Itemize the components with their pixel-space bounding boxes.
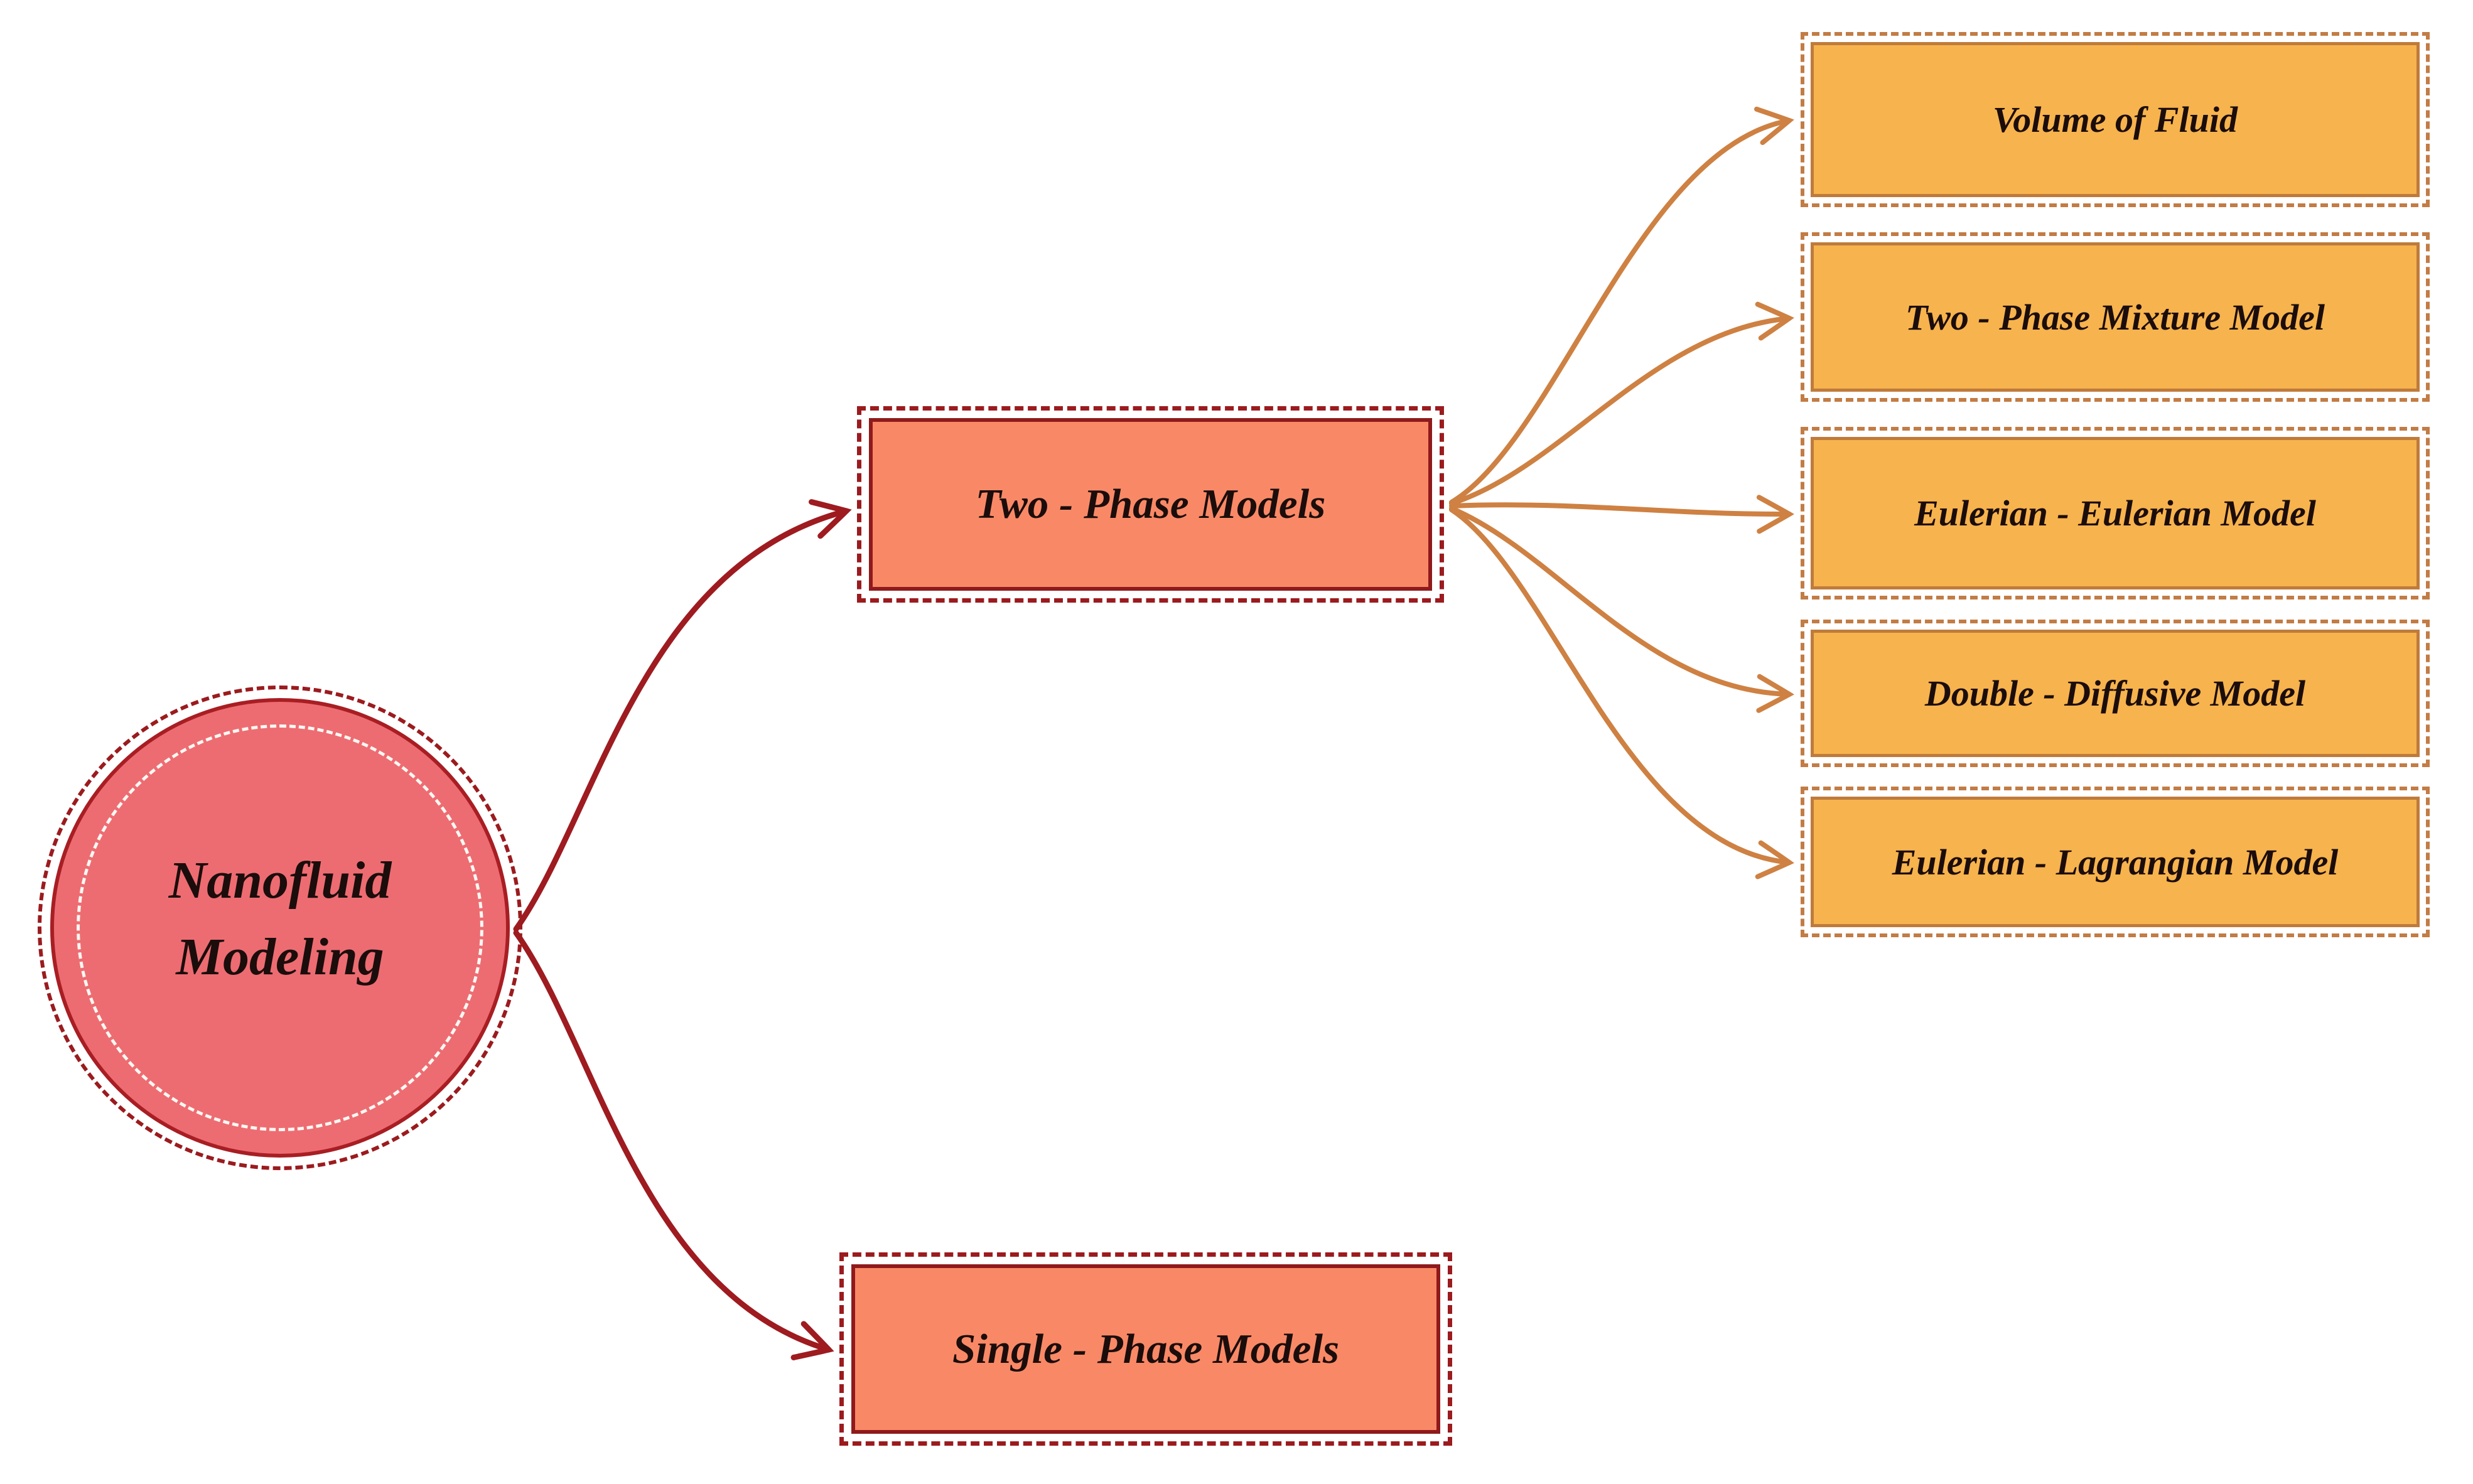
node-two-phase-mixture-model: Two - Phase Mixture Model: [1801, 232, 2430, 402]
connector-two-phase-to-double-diffusive: [1449, 506, 1794, 713]
double-diffusive-model-label: Double - Diffusive Model: [1924, 673, 2306, 714]
eulerian-eulerian-model-box: Eulerian - Eulerian Model: [1811, 437, 2420, 589]
single-phase-models-box: Single - Phase Models: [851, 1264, 1440, 1434]
connector-root-to-two-phase: [513, 499, 852, 932]
volume-of-fluid-box: Volume of Fluid: [1811, 42, 2420, 197]
root-circle: Nanofluid Modeling: [50, 698, 510, 1158]
node-single-phase-models: Single - Phase Models: [839, 1252, 1452, 1446]
single-phase-models-label: Single - Phase Models: [952, 1325, 1340, 1372]
two-phase-mixture-model-label: Two - Phase Mixture Model: [1905, 296, 2325, 338]
connector-two-phase-to-eulerian-eulerian: [1449, 495, 1794, 534]
eulerian-lagrangian-model-box: Eulerian - Lagrangian Model: [1811, 797, 2420, 927]
node-double-diffusive-model: Double - Diffusive Model: [1801, 620, 2430, 767]
node-eulerian-lagrangian-model: Eulerian - Lagrangian Model: [1801, 787, 2430, 937]
two-phase-models-box: Two - Phase Models: [869, 418, 1432, 591]
eulerian-eulerian-model-label: Eulerian - Eulerian Model: [1914, 493, 2316, 534]
connector-root-to-single-phase: [513, 930, 834, 1360]
node-volume-of-fluid: Volume of Fluid: [1801, 32, 2430, 207]
volume-of-fluid-label: Volume of Fluid: [1993, 99, 2238, 140]
root-label-line2: Modeling: [176, 928, 384, 986]
root-label-line1: Nanofluid: [168, 851, 392, 910]
double-diffusive-model-box: Double - Diffusive Model: [1811, 630, 2420, 757]
connector-two-phase-to-volume-of-fluid: [1449, 106, 1794, 505]
two-phase-mixture-model-box: Two - Phase Mixture Model: [1811, 242, 2420, 392]
node-nanofluid-modeling: Nanofluid Modeling: [38, 686, 522, 1170]
connector-two-phase-to-mixture-model: [1449, 301, 1794, 506]
root-inner-dashed-ring: Nanofluid Modeling: [77, 724, 483, 1131]
eulerian-lagrangian-model-label: Eulerian - Lagrangian Model: [1892, 841, 2339, 883]
connector-two-phase-to-eulerian-lagrangian: [1449, 507, 1794, 879]
node-eulerian-eulerian-model: Eulerian - Eulerian Model: [1801, 427, 2430, 600]
two-phase-models-label: Two - Phase Models: [975, 481, 1326, 527]
root-label: Nanofluid Modeling: [169, 842, 392, 996]
node-two-phase-models: Two - Phase Models: [857, 406, 1444, 603]
